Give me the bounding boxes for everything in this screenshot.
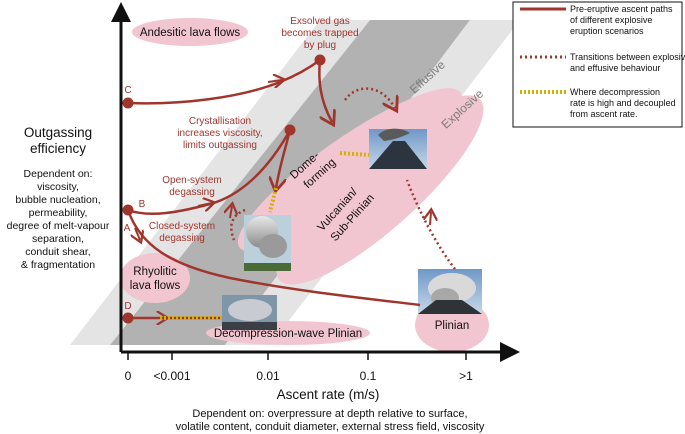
- path-b-node: [284, 124, 296, 136]
- annot-open-1: Open-system: [162, 175, 221, 186]
- legend: Pre-eruptive ascent paths of different e…: [512, 1, 685, 128]
- path-letter-b: B: [139, 199, 146, 210]
- y-dependent-2: bubble nucleation,: [15, 194, 100, 206]
- legend-solid-3: eruption scenarios: [570, 26, 644, 36]
- region-label-decompression: Decompression-wave Plinian: [214, 328, 362, 340]
- annot-open-2: degassing: [169, 187, 215, 198]
- path-c: [127, 58, 321, 105]
- x-axis-title: Ascent rate (m/s): [277, 387, 380, 402]
- path-d-start: [122, 312, 134, 324]
- y-dependent-4: degree of melt-vapour: [7, 220, 110, 232]
- path-c-arrow: [267, 80, 282, 82]
- x-tick-label-1: <0.001: [153, 369, 190, 383]
- annot-exsolved-2: becomes trapped: [281, 28, 358, 39]
- annot-exsolved-3: by plug: [304, 40, 336, 51]
- photo-vulcanian-plume: [244, 215, 291, 271]
- legend-yellow-2: rate is high and decoupled: [570, 98, 676, 108]
- y-dependent-3: permeability,: [29, 207, 88, 219]
- photo-plinian-column: [418, 269, 482, 314]
- decompression-segment-b: [268, 187, 278, 213]
- x-tick-label-2: 0.01: [256, 369, 280, 383]
- x-tick-label-3: 0.1: [360, 369, 377, 383]
- annot-closed-1: Closed-system: [149, 221, 215, 232]
- decompression-segment-c: [339, 151, 370, 157]
- photo-decompression-plinian: [222, 295, 277, 330]
- x-axis-arrowhead: [500, 342, 520, 362]
- legend-yellow-1: Where decompression: [570, 87, 660, 97]
- annot-crystal-2: increases viscosity,: [177, 128, 262, 139]
- region-label-rhyolitic-1: Rhyolitic: [133, 266, 177, 278]
- transition-plinian-up: [405, 179, 456, 270]
- annot-crystal-1: Crystallisation: [189, 116, 251, 127]
- y-dependent-1: viscosity,: [37, 181, 79, 193]
- y-dependent-6: conduit shear,: [25, 246, 90, 258]
- transition-plinian-up-arrow: [430, 212, 431, 226]
- y-dependent-5: separation,: [32, 233, 84, 245]
- region-label-andesitic: Andesitic lava flows: [140, 27, 241, 39]
- legend-yellow-3: from ascent rate.: [570, 109, 638, 119]
- annot-closed-2: degassing: [159, 233, 205, 244]
- x-tick-label-0: 0: [125, 369, 132, 383]
- annot-crystal-3: limits outgassing: [183, 140, 257, 151]
- path-letter-d: D: [124, 301, 131, 312]
- path-c-node: [314, 54, 326, 66]
- transition-c-top: [343, 87, 395, 108]
- x-dependent-line1: Dependent on: overpressure at depth rela…: [192, 408, 467, 420]
- transition-b-dome-arrow: [230, 206, 232, 219]
- region-rhyolitic: [120, 253, 190, 303]
- x-dependent-line2: volatile content, conduit diameter, exte…: [176, 421, 485, 433]
- region-andesitic: [132, 18, 248, 46]
- path-c-start: [122, 97, 134, 109]
- legend-dotted-1: Transitions between explosive: [570, 52, 685, 62]
- legend-dotted-2: and effusive behaviour: [570, 63, 660, 73]
- path-letter-a: A: [124, 223, 131, 234]
- path-c-descent: [318, 59, 332, 122]
- region-label-rhyolitic-2: lava flows: [130, 280, 181, 292]
- path-b-arrow: [197, 203, 212, 206]
- y-dependent-7: & fragmentation: [21, 259, 95, 271]
- y-axis-title-line1: Outgassing: [24, 125, 92, 140]
- y-axis-title-line2: efficiency: [30, 141, 86, 156]
- y-dependent-0: Dependent on:: [24, 168, 93, 180]
- region-label-plinian: Plinian: [435, 320, 470, 332]
- path-letter-c: C: [124, 85, 131, 96]
- annot-exsolved-1: Exsolved gas: [290, 16, 349, 27]
- path-a: [126, 209, 421, 307]
- y-axis-arrowhead: [111, 2, 131, 22]
- path-a-arrow: [135, 227, 140, 240]
- photo-dome-eruption: [369, 128, 427, 169]
- x-tick-label-4: >1: [459, 369, 473, 383]
- legend-solid-1: Pre-eruptive ascent paths: [570, 4, 673, 14]
- legend-solid-2: of different explosive: [570, 15, 652, 25]
- region-vulcanian: [276, 95, 484, 285]
